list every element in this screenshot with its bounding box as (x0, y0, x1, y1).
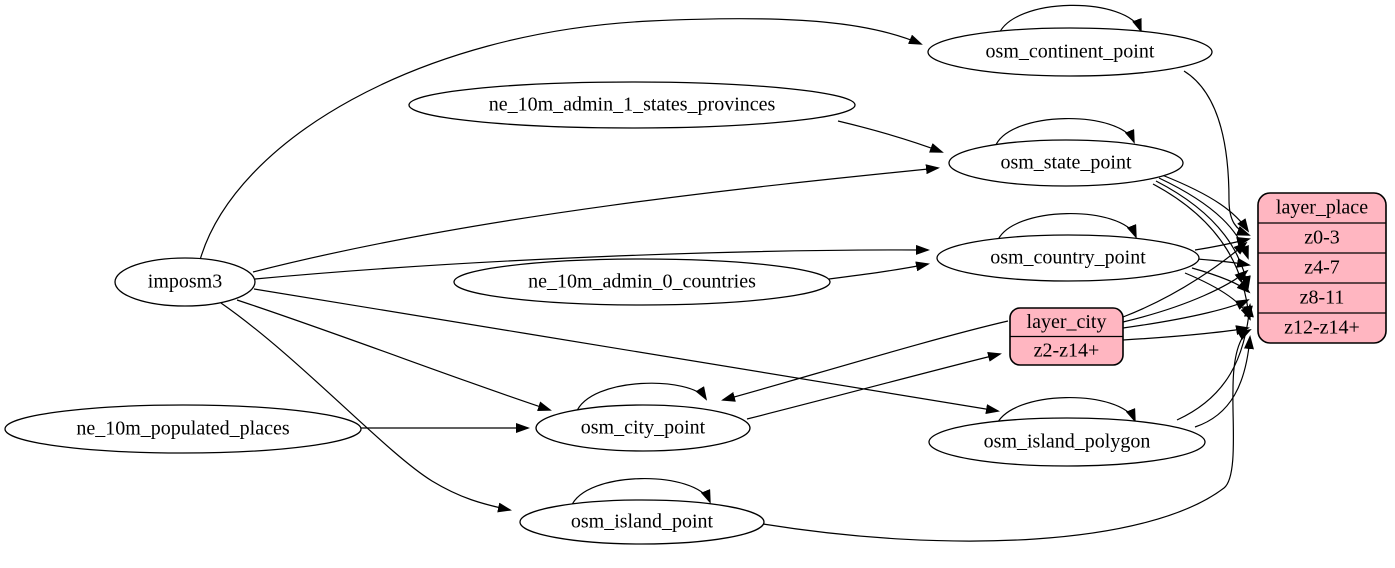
node-ne_10m_admin_1_states_provinces: ne_10m_admin_1_states_provinces (408, 81, 856, 129)
node-label-ne_10m_admin_1_states_provinces: ne_10m_admin_1_states_provinces (489, 94, 776, 116)
edge-osm_country_point-to-layer_place:z12-z14+ (1184, 272, 1251, 321)
node-label-osm_state_point: osm_state_point (1000, 152, 1132, 174)
node-osm_island_polygon: osm_island_polygon (928, 397, 1206, 467)
node-label-osm_island_polygon: osm_island_polygon (984, 431, 1151, 453)
self-loop-osm_city_point (575, 382, 708, 414)
edge-imposm3-to-osm_continent_point (199, 18, 923, 261)
edge-imposm3-to-osm_state_point (252, 164, 940, 273)
node-label-osm_island_point: osm_island_point (571, 511, 714, 533)
edge-layer_city-to-layer_place:z4-7 (1122, 269, 1249, 323)
self-loop-osm_continent_point (997, 4, 1142, 37)
osm_city_point-ellipse (535, 404, 751, 452)
node-label-osm_city_point: osm_city_point (581, 417, 706, 439)
node-osm_state_point: osm_state_point (948, 118, 1184, 187)
node-ne_10m_admin_0_countries: ne_10m_admin_0_countries (453, 258, 831, 306)
node-label-osm_country_point: osm_country_point (990, 247, 1146, 269)
edge-layer_city-to-osm_city_point (721, 320, 1009, 402)
records-layer: layer_place z0-3 z4-7 z8-11 z12-z14+ layer_ci… (1009, 192, 1387, 366)
edge-layer_city-to-layer_place:z12-z14+ (1122, 325, 1250, 341)
node-label-ne_10m_populated_places: ne_10m_populated_places (76, 418, 289, 440)
node-osm_island_point: osm_island_point (519, 478, 765, 545)
osm_island_point-ellipse (519, 499, 765, 545)
edge-osm_country_point-to-layer_place:z0-3 (1194, 237, 1251, 251)
osm_island_polygon-ellipse (928, 417, 1206, 467)
node-osm_continent_point: osm_continent_point (927, 4, 1213, 77)
edge-imposm3-to-osm_island_polygon (253, 288, 1000, 415)
nodes-layer: imposm3 ne_10m_admin_1_states_provincesne… (4, 4, 1213, 545)
osm_country_point-ellipse (936, 234, 1200, 282)
record-row-label-layer_place-1: z0-3 (1304, 227, 1340, 249)
edge-osm_country_point-to-layer_place:z4-7 (1196, 257, 1251, 268)
edges-layer (199, 18, 1254, 542)
node-imposm3: imposm3 (114, 257, 256, 307)
edge-osm_island_point-to-layer_place:z12-z14+ (762, 329, 1252, 542)
record-row-label-layer_place-0: layer_place (1276, 197, 1368, 219)
edge-ne_10m_admin_0_countries-to-osm_country_point (828, 261, 930, 280)
node-label-osm_continent_point: osm_continent_point (986, 41, 1155, 63)
record-row-label-layer_place-4: z12-z14+ (1284, 317, 1360, 339)
record-row-label-layer_city-1: z2-z14+ (1034, 339, 1100, 361)
osm_state_point-ellipse (948, 139, 1184, 187)
self-loop-osm_island_polygon (995, 397, 1136, 427)
node-label-ne_10m_admin_0_countries: ne_10m_admin_0_countries (528, 271, 756, 293)
edge-osm_island_polygon-to-layer_place:z8-11 (1176, 303, 1254, 421)
edge-ne_10m_admin_1_states_provinces-to-osm_state_point (837, 120, 944, 153)
ne_10m_admin_1_states_provinces-ellipse (408, 81, 856, 129)
node-ne_10m_populated_places: ne_10m_populated_places (4, 404, 362, 454)
self-loop-osm_state_point (994, 118, 1135, 148)
node-osm_city_point: osm_city_point (535, 382, 751, 452)
record-row-label-layer_place-3: z8-11 (1300, 287, 1345, 309)
record-layer_city: layer_city z2-z14+ (1009, 307, 1124, 366)
node-osm_country_point: osm_country_point (936, 213, 1200, 282)
osm_continent_point-ellipse (927, 27, 1213, 77)
record-row-label-layer_city-0: layer_city (1027, 311, 1107, 333)
edge-imposm3-to-osm_country_point (254, 244, 930, 280)
self-loop-osm_country_point (996, 213, 1137, 243)
edge-layer_city-to-layer_place:z0-3 (1122, 241, 1248, 318)
edge-osm_country_point-to-layer_place:z8-11 (1191, 267, 1251, 294)
edge-imposm3-to-osm_city_point (236, 299, 552, 412)
node-label-imposm3: imposm3 (148, 271, 222, 293)
ne_10m_admin_0_countries-ellipse (453, 258, 831, 306)
edge-osm_island_polygon-to-layer_place:z12-z14+ (1194, 335, 1254, 428)
record-row-label-layer_place-2: z4-7 (1304, 257, 1340, 279)
self-loop-osm_island_point (570, 478, 711, 508)
imposm3-ellipse (114, 257, 256, 307)
edge-osm_continent_point-to-layer_place:z0-3 (1183, 70, 1251, 236)
edge-imposm3-to-osm_island_point (220, 302, 512, 513)
edge-layer_city-to-layer_place:z8-11 (1122, 299, 1250, 329)
ne_10m_populated_places-ellipse (4, 404, 362, 454)
layer_place-box (1257, 192, 1387, 344)
edge-osm_state_point-to-layer_place:z0-3 (1161, 174, 1250, 233)
record-layer_place: layer_place z0-3 z4-7 z8-11 z12-z14+ (1257, 192, 1387, 344)
edge-osm_city_point-to-layer_city:z2-z14+ (746, 351, 1002, 420)
